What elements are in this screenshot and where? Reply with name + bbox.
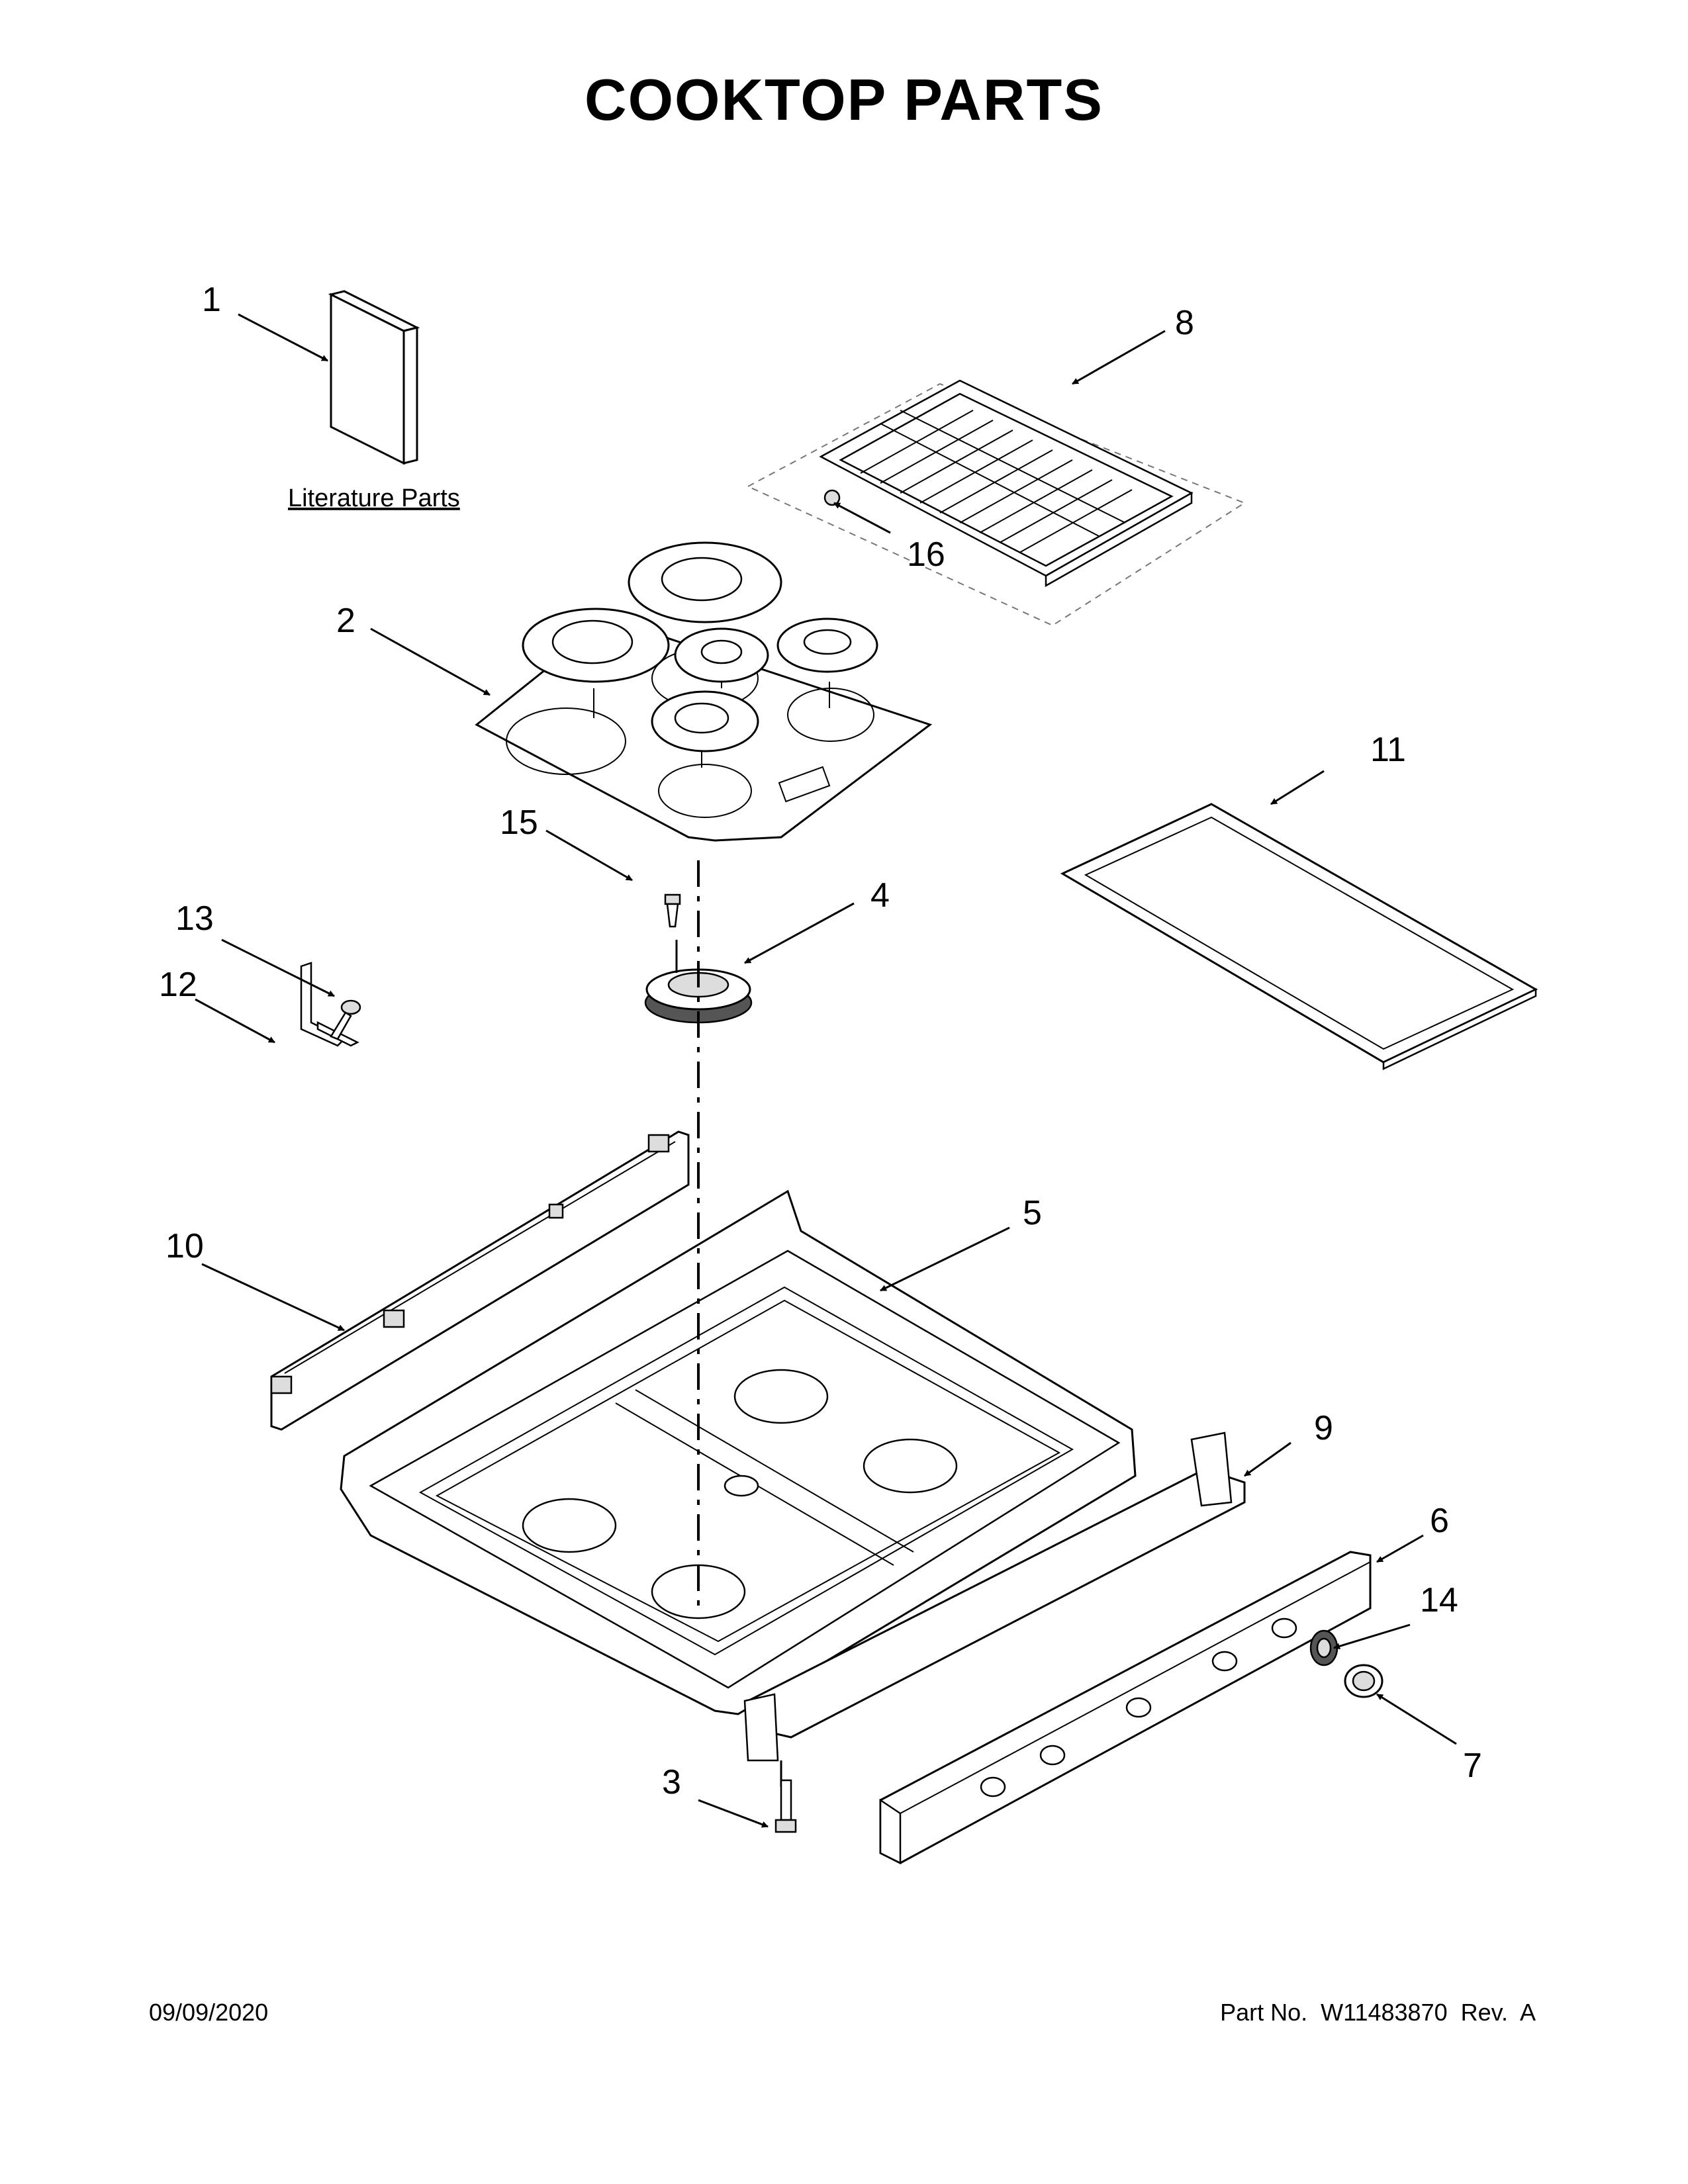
page-title: COOKTOP PARTS xyxy=(585,67,1103,132)
callout-14: 14 xyxy=(1420,1581,1458,1619)
callout-5: 5 xyxy=(1023,1194,1042,1232)
callout-1: 1 xyxy=(202,281,221,319)
literature-part-1 xyxy=(328,290,420,465)
callout-2: 2 xyxy=(336,602,355,640)
main-top-part-5 xyxy=(340,1189,1137,1715)
cooktop-part-2 xyxy=(475,541,933,842)
callout-8: 8 xyxy=(1175,304,1194,342)
callout-16: 16 xyxy=(907,535,945,574)
callout-3: 3 xyxy=(662,1763,681,1801)
leader-lines xyxy=(195,313,1457,1828)
griddle-part-11 xyxy=(1060,803,1538,1070)
callout-15: 15 xyxy=(500,803,538,842)
callout-7: 7 xyxy=(1463,1747,1482,1785)
knob-part-7 xyxy=(1344,1664,1383,1698)
rear-bracket-part-10 xyxy=(270,1130,690,1431)
literature-parts-label: Literature Parts xyxy=(288,484,460,512)
screw-part-15 xyxy=(664,893,681,928)
callout-10: 10 xyxy=(165,1227,204,1265)
callout-4: 4 xyxy=(870,876,890,915)
bezel-part-14 xyxy=(1309,1629,1338,1666)
callout-12: 12 xyxy=(159,966,197,1004)
control-panel-part-6 xyxy=(879,1551,1372,1865)
front-bracket-part-9 xyxy=(743,1432,1246,1787)
screw-part-3 xyxy=(774,1779,797,1833)
callout-11: 11 xyxy=(1370,731,1406,769)
callout-13: 13 xyxy=(175,899,214,938)
grates-part-8 xyxy=(746,379,1246,627)
screw-part-13 xyxy=(330,999,361,1040)
footer-date: 09/09/2020 xyxy=(149,1999,269,2026)
callout-9: 9 xyxy=(1314,1409,1333,1447)
callout-6: 6 xyxy=(1430,1502,1449,1540)
footer-part-number: Part No. W11483870 Rev. A xyxy=(1220,1999,1536,2026)
